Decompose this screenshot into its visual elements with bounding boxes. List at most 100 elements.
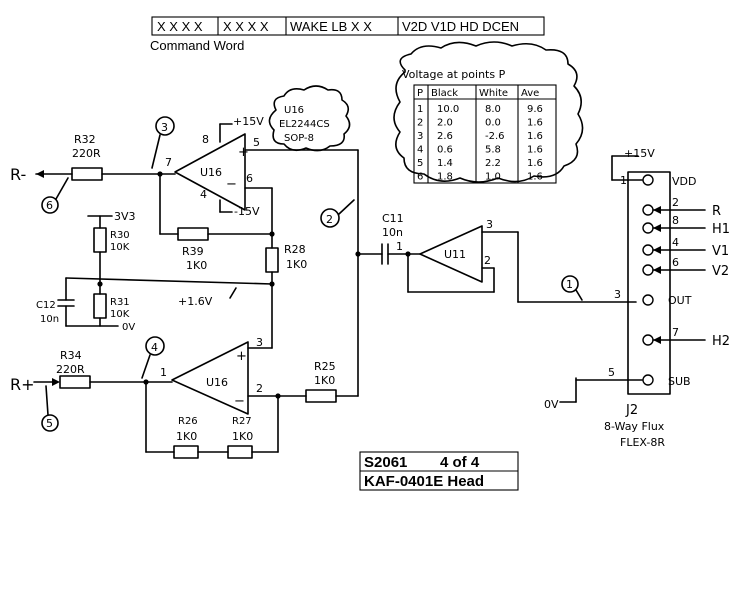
- arrow-head: [653, 246, 661, 254]
- voltage-table-cell: 1.6: [527, 131, 543, 142]
- resistor-value: 10K: [110, 309, 130, 320]
- pin-number: 3: [614, 288, 621, 301]
- connector-pin-number: 1: [620, 174, 627, 187]
- resistor-label: R39: [182, 245, 204, 258]
- test-point-6: [41, 196, 59, 214]
- connector-signal-label: VDD: [672, 175, 696, 188]
- test-point-4: [145, 336, 165, 356]
- pin-number: 6: [246, 172, 253, 185]
- voltage-table-cell: 1.6: [527, 172, 543, 183]
- arrow-head: [36, 170, 44, 178]
- resistor-label: R30: [110, 230, 130, 241]
- resistor-value: 220R: [56, 363, 85, 376]
- bias-voltage-label: +1.6V: [178, 295, 213, 308]
- u16-label: U16: [206, 376, 228, 389]
- resistor-label: R32: [74, 133, 96, 146]
- arrow-head: [653, 206, 661, 214]
- connector-pin-number: 7: [672, 326, 679, 339]
- pointer-line: [55, 177, 69, 200]
- command-word: X X X X X X X X WAKE LB X X V2D V1D HD D…: [150, 16, 545, 53]
- voltage-table-cell: 1.6: [527, 118, 543, 129]
- arrow-head: [653, 224, 661, 232]
- u16-upper-opamp: + − U16 +15V 8 -15V 4 5 6 7: [165, 115, 359, 235]
- resistor-r31: [93, 293, 107, 319]
- u16-label: U16: [200, 166, 222, 179]
- voltage-table-cell: 3: [417, 131, 423, 142]
- command-word-cell: X X X X: [223, 19, 269, 34]
- supply-label: +15V: [233, 115, 264, 128]
- command-word-cell: V2D V1D HD DCEN: [402, 19, 519, 34]
- voltage-table-cell: 9.6: [527, 104, 543, 115]
- r-minus-input: R- R32 220R R39 1K0 R28 1K0 3 6: [10, 116, 307, 287]
- test-point-label: 5: [46, 417, 53, 430]
- voltage-table-cell: 2.2: [485, 158, 501, 169]
- connector-pin-number: 5: [608, 366, 615, 379]
- title-name: KAF-0401E Head: [364, 473, 484, 490]
- test-point-3: [155, 116, 175, 136]
- connector-signal-label: SUB: [668, 375, 691, 388]
- connector-pin-number: 4: [672, 236, 679, 249]
- voltage-table-cell: 4: [417, 145, 423, 156]
- connector-body: [627, 171, 671, 395]
- r-plus-label: R+: [10, 375, 35, 394]
- voltage-table-cell: 1.0: [485, 172, 501, 183]
- supply-label: -15V: [234, 205, 260, 218]
- resistor-r34: [59, 375, 91, 389]
- resistor-r26: [173, 445, 199, 459]
- command-word-caption: Command Word: [150, 38, 244, 53]
- pin-number: 7: [165, 156, 172, 169]
- capacitor-value: 10n: [40, 314, 59, 325]
- connector-part: FLEX-8R: [620, 436, 665, 449]
- connector-pin-number: 6: [672, 256, 679, 269]
- r-plus-input: R+ R34 220R R26 1K0 R27 1K0 4 5: [10, 336, 279, 459]
- opamp-triangle: [171, 341, 249, 415]
- resistor-r28: [265, 247, 279, 273]
- resistor-label: R25: [314, 360, 336, 373]
- resistor-value: 1K0: [314, 374, 335, 387]
- voltage-table-cell: 8.0: [485, 104, 501, 115]
- connector-signal-label: R: [712, 204, 721, 219]
- test-point-label: 2: [326, 213, 333, 226]
- connector-pin: [642, 174, 654, 186]
- connector-pin: [642, 334, 654, 346]
- test-point-2: [320, 208, 340, 228]
- voltage-table-header: White: [479, 88, 508, 99]
- pin-number: 2: [484, 254, 491, 267]
- voltage-table-header: Ave: [521, 88, 539, 99]
- connector-signal-label: V1: [712, 244, 729, 259]
- command-word-cell: WAKE LB X X: [290, 19, 372, 34]
- test-point-5: [41, 414, 59, 432]
- resistor-value: 1K0: [286, 258, 307, 271]
- voltage-table-cell: 6: [417, 172, 423, 183]
- resistor-label: R28: [284, 243, 306, 256]
- pin-number: 5: [253, 136, 260, 149]
- minus-sign: −: [234, 394, 245, 409]
- title-page: 4 of 4: [440, 454, 480, 471]
- pointer-line: [151, 134, 161, 169]
- pointer-line: [575, 289, 583, 301]
- plus-sign: +: [238, 145, 249, 160]
- u11-buffer: C11 10n 1 U11 3 2 3 1: [357, 212, 637, 303]
- voltage-table-header: P: [417, 88, 423, 99]
- u16-note-line: U16: [284, 105, 304, 116]
- pin-number: 3: [486, 218, 493, 231]
- connector-signal-label: OUT: [668, 294, 692, 307]
- connector-signal-label: H2: [712, 334, 730, 349]
- title-block: S2061 4 of 4 KAF-0401E Head: [359, 451, 519, 491]
- pin-number: 1: [396, 240, 403, 253]
- connector-pin-number: 2: [672, 196, 679, 209]
- capacitor-value: 10n: [382, 226, 403, 239]
- u16-lower-opamp: + − U16 3 2 1: [160, 283, 307, 415]
- voltage-table-cell: 10.0: [437, 104, 459, 115]
- pointer-line: [45, 385, 49, 416]
- test-point-1: [561, 275, 579, 293]
- voltage-table-grid: [413, 84, 557, 184]
- voltage-table-cell: 0.0: [485, 118, 501, 129]
- voltage-table-cloud: [393, 41, 584, 183]
- pointer-line: [229, 287, 237, 299]
